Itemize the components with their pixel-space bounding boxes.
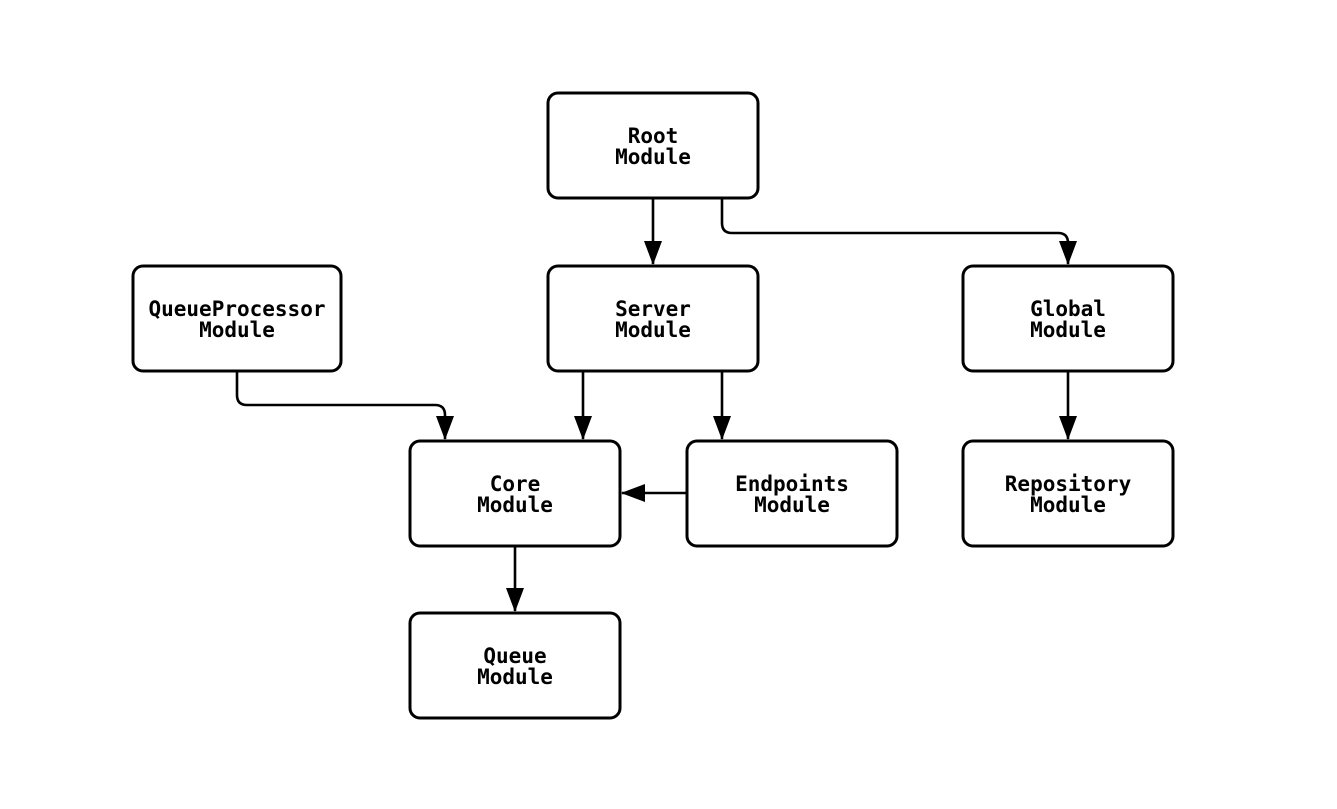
node-server-module-label-line2: Module <box>615 318 691 342</box>
node-endpoints-module-label-line2: Module <box>754 493 830 517</box>
node-root-module-label-line2: Module <box>615 145 691 169</box>
node-endpoints-module-box <box>685 439 899 548</box>
node-global-module-label-line1: Global <box>1030 297 1106 321</box>
node-queueprocessor-module-box <box>131 264 343 373</box>
node-core-module-label-line1: Core <box>490 472 541 496</box>
node-queueprocessor-module-label-line1: QueueProcessor <box>148 297 325 321</box>
node-core-module-label-line2: Module <box>477 493 553 517</box>
node-root-module-label-line1: Root <box>628 124 679 148</box>
node-global-module-box <box>961 264 1175 373</box>
node-repository-module-label-line2: Module <box>1030 493 1106 517</box>
node-queue-module-label-line2: Module <box>477 665 553 689</box>
node-repository-module-box <box>961 439 1175 548</box>
node-server-module-label-line1: Server <box>615 297 691 321</box>
node-core-module: Core Module <box>408 439 622 548</box>
node-queue-module-box <box>408 611 622 720</box>
node-queueprocessor-module: QueueProcessor Module <box>131 264 343 373</box>
node-endpoints-module: Endpoints Module <box>685 439 899 548</box>
node-queue-module-label-line1: Queue <box>483 644 546 668</box>
node-repository-module-label-line1: Repository <box>1005 472 1132 496</box>
edge-root-to-global <box>720 198 1077 265</box>
node-server-module-box <box>546 264 760 373</box>
node-global-module-label-line2: Module <box>1030 318 1106 342</box>
node-core-module-box <box>408 439 622 548</box>
node-endpoints-module-label-line1: Endpoints <box>735 472 849 496</box>
node-global-module: Global Module <box>961 264 1175 373</box>
node-server-module: Server Module <box>546 264 760 373</box>
node-root-module-box <box>546 91 760 200</box>
node-root-module: Root Module <box>546 91 760 200</box>
node-queueprocessor-module-label-line2: Module <box>199 318 275 342</box>
node-repository-module: Repository Module <box>961 439 1175 548</box>
edge-queueprocessor-to-core <box>235 371 454 440</box>
node-queue-module: Queue Module <box>408 611 622 720</box>
